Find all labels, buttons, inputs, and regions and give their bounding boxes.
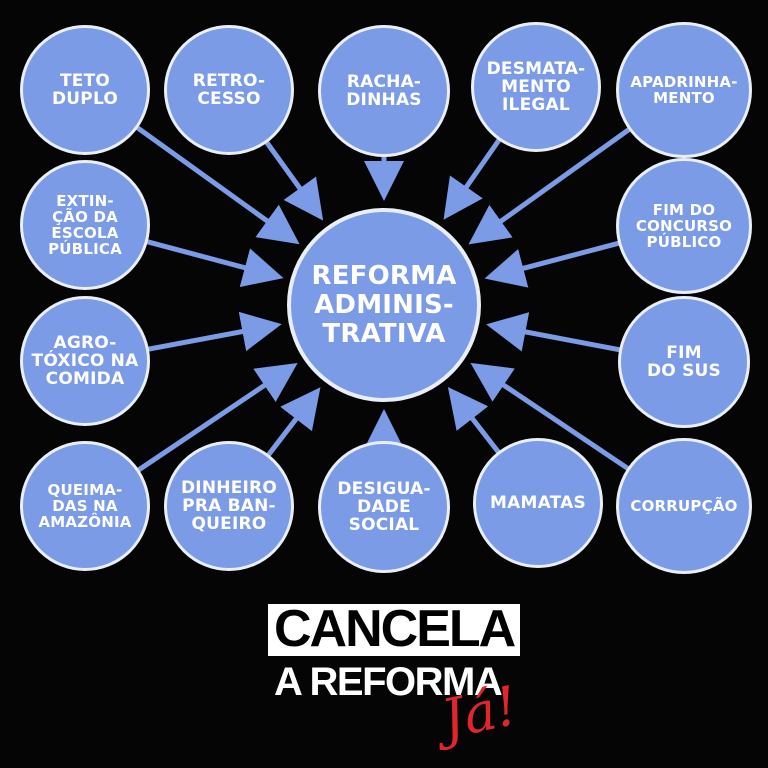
node-agrotoxico-na-comida: AGRO- TÓXICO NA COMIDA — [20, 296, 150, 426]
node-queimadas-na-amazonia: QUEIMA- DAS NA AMAZÔNIA — [20, 441, 150, 571]
node-mamatas: MAMATAS — [473, 438, 603, 568]
node-teto-duplo: TETO DUPLO — [20, 25, 150, 155]
arrow-to-center — [468, 125, 634, 245]
center-node-reforma-administrativa: REFORMA ADMINIS- TRATIVA — [287, 208, 481, 402]
slogan: CANCELA A REFORMA Já! — [266, 600, 526, 760]
node-extincao-escola-publica: EXTIN- ÇÃO DA ESCOLA PÚBLICA — [20, 160, 150, 290]
node-rachadinhas: RACHA- DINHAS — [318, 25, 450, 157]
arrow-to-center — [447, 387, 503, 457]
arrow-to-center — [144, 311, 282, 353]
arrow-to-center — [443, 135, 504, 220]
node-retrocesso: RETRO- CESSO — [164, 25, 294, 155]
slogan-a-reforma: A REFORMA — [274, 660, 503, 704]
arrow-to-center — [486, 312, 624, 353]
node-desmatamento-ilegal: DESMATA- MENTO ILEGAL — [471, 22, 601, 152]
arrow-to-center — [264, 387, 321, 460]
arrow-to-center — [470, 362, 633, 473]
arrow-to-center — [134, 363, 298, 475]
arrow-to-center — [133, 123, 300, 245]
node-corrupcao: CORRUPÇÃO — [616, 438, 752, 574]
node-fim-do-sus: FIM DO SUS — [618, 296, 750, 428]
arrow-to-center — [484, 239, 623, 288]
node-fim-concurso-publico: FIM DO CONCURSO PÚBLICO — [616, 158, 752, 294]
arrow-to-center — [143, 238, 284, 288]
node-dinheiro-pra-banqueiro: DINHEIRO PRA BAN- QUEIRO — [164, 441, 294, 571]
slogan-ja: Já! — [436, 673, 524, 752]
node-apadrinhamento: APADRINHA- MENTO — [616, 22, 752, 158]
node-desigualdade-social: DESIGUA- DADE SOCIAL — [318, 441, 450, 573]
slogan-cancela: CANCELA — [268, 603, 521, 656]
arrow-to-center — [262, 138, 324, 221]
